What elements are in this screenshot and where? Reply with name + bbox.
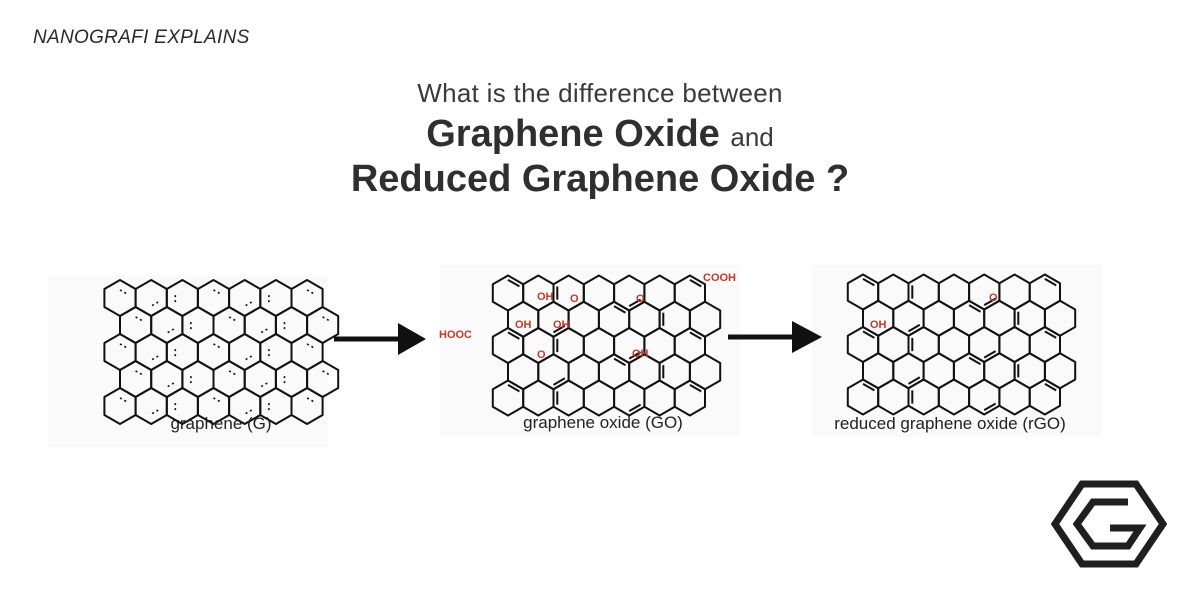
brand-tag: NANOGRAFI EXPLAINS (33, 27, 250, 48)
double-bond (628, 298, 642, 307)
caption-graphene-oxide: graphene oxide (GO) (523, 413, 683, 432)
delocalized-bond (306, 343, 315, 349)
delocalized-bond (135, 370, 143, 376)
double-bond (1044, 278, 1057, 287)
delocalized-bond (322, 370, 331, 376)
double-bond (628, 351, 642, 360)
title-line-2: Graphene Oxide and (0, 113, 1200, 156)
rgo-label-oh: OH (870, 319, 887, 331)
graphene-lattice (103, 279, 340, 425)
title-connector: and (730, 122, 774, 152)
go-label-o-3: O (537, 349, 546, 361)
caption-graphene: graphene (G) (170, 414, 271, 433)
double-bond (907, 376, 921, 385)
delocalized-bond (228, 370, 237, 376)
delocalized-bond (244, 355, 253, 361)
arrow-right-icon (728, 321, 822, 353)
double-bond (907, 323, 921, 333)
go-label-oh-3: OH (553, 319, 570, 331)
delocalized-bond (306, 397, 315, 403)
page-title: What is the difference between Graphene … (0, 78, 1200, 201)
double-bond (689, 384, 702, 393)
double-bond (507, 279, 520, 288)
double-bond (983, 297, 997, 306)
delocalized-bond (119, 343, 128, 349)
delocalized-bond (306, 289, 315, 295)
double-bond (968, 356, 982, 366)
graphene-panel-bg (48, 275, 328, 447)
delocalized-bond (213, 343, 221, 349)
rgo-functional-groups: O OH (870, 292, 998, 331)
double-bond (968, 304, 982, 313)
go-panel-bg (440, 265, 740, 437)
double-bond (613, 305, 627, 314)
delocalized-bond (228, 316, 237, 322)
rgo-label-o: O (989, 292, 998, 304)
caption-reduced-graphene-oxide: reduced graphene oxide (rGO) (834, 414, 1066, 433)
title-line-1: What is the difference between (417, 78, 783, 108)
double-bond (862, 383, 875, 392)
graphene-oxide-lattice (491, 274, 722, 417)
delocalized-bond (322, 316, 331, 322)
double-bond (689, 279, 702, 288)
delocalized-bond (213, 289, 221, 295)
delocalized-bond (244, 409, 253, 415)
double-bond (507, 331, 520, 340)
arrow-right-icon (334, 323, 426, 355)
title-graphene-oxide: Graphene Oxide (426, 113, 720, 155)
hex-ring (673, 379, 706, 417)
delocalized-bond (150, 355, 159, 361)
hex-ring (1028, 378, 1061, 416)
double-bond (862, 330, 875, 339)
go-label-hooc: HOOC (439, 329, 472, 341)
double-bond (862, 278, 875, 287)
delocalized-bond (166, 382, 175, 388)
delocalized-bond (119, 397, 128, 403)
go-label-oh-2: OH (515, 319, 532, 331)
reduced-graphene-oxide-lattice (846, 273, 1077, 416)
delocalized-bond (259, 328, 268, 334)
go-label-o-2: O (636, 293, 645, 305)
delocalized-bond (166, 328, 175, 334)
delocalized-bond (259, 382, 268, 388)
delocalized-bond (135, 316, 143, 322)
double-bond (613, 357, 627, 367)
double-bond (689, 331, 702, 340)
double-bond (552, 377, 566, 386)
go-label-o-1: O (570, 293, 579, 305)
delocalized-bond (119, 289, 128, 295)
go-functional-groups: OH O O COOH HOOC OH OH O OH (439, 272, 736, 361)
delocalized-bond (213, 397, 221, 403)
go-label-oh-1: OH (537, 291, 554, 303)
nanografi-logo-icon (1050, 480, 1168, 568)
double-bond (983, 350, 997, 359)
delocalized-bond (150, 409, 159, 415)
double-bond (983, 402, 997, 411)
delocalized-bond (150, 301, 159, 307)
title-line-3: Reduced Graphene Oxide ? (350, 158, 850, 200)
hex-ring (290, 387, 324, 425)
double-bond (507, 384, 520, 393)
double-bond (628, 403, 642, 412)
double-bond (1044, 330, 1057, 339)
delocalized-bond (244, 301, 253, 307)
go-label-oh-4: OH (632, 348, 649, 360)
go-label-cooh: COOH (703, 272, 736, 284)
double-bond (1044, 383, 1057, 392)
double-bond (552, 324, 566, 334)
